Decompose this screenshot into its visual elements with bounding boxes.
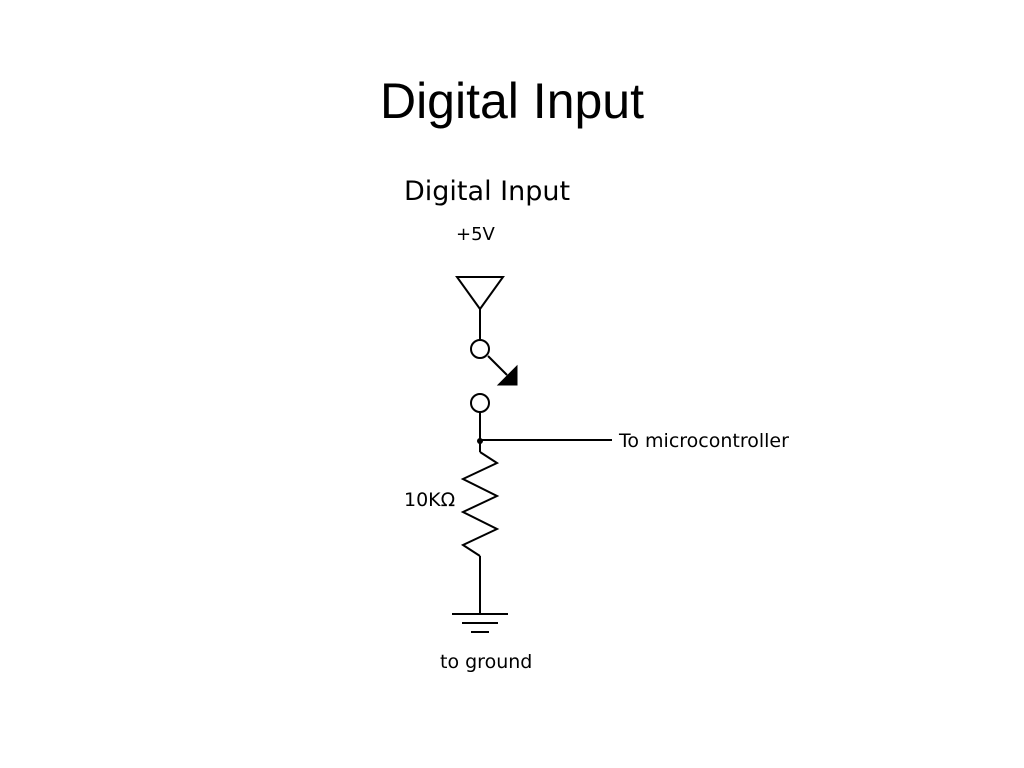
switch-arrow-icon <box>496 364 518 386</box>
diagram-heading: Digital Input <box>404 176 570 207</box>
resistor-label: 10KΩ <box>404 489 455 511</box>
switch-terminal-top <box>470 339 490 359</box>
switch-terminal-bottom <box>470 393 490 413</box>
supply-label: +5V <box>456 224 496 245</box>
output-label: To microcontroller <box>618 430 789 452</box>
ground-label: to ground <box>440 651 532 673</box>
resistor-zigzag <box>460 451 500 557</box>
switch-lever <box>487 355 508 376</box>
supply-arrow-icon <box>455 276 505 311</box>
slide-title: Digital Input <box>379 73 645 129</box>
